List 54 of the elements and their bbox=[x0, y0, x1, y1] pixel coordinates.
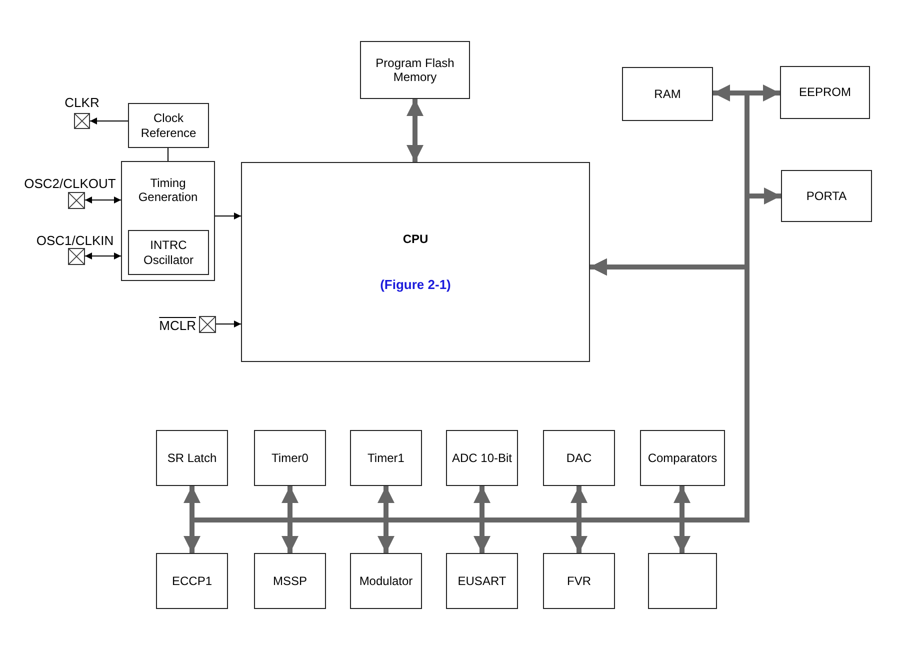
module-box bbox=[543, 430, 615, 486]
block-label: Modulator bbox=[358, 574, 414, 588]
module-box bbox=[350, 553, 422, 609]
pin-terminal bbox=[199, 316, 216, 333]
module-box bbox=[543, 553, 615, 609]
module-box bbox=[446, 430, 518, 486]
signal-arrow bbox=[84, 252, 122, 260]
module-box bbox=[156, 430, 228, 486]
block-label: ECCP1 bbox=[170, 574, 213, 588]
block-label: DAC bbox=[565, 450, 593, 466]
module-box bbox=[128, 103, 209, 148]
block-label: Comparators bbox=[646, 450, 718, 466]
module-box bbox=[254, 430, 326, 486]
signal-arrow bbox=[216, 320, 242, 328]
block-label: EEPROM bbox=[798, 85, 852, 100]
pin-terminal bbox=[68, 192, 85, 209]
pin-terminal bbox=[74, 113, 90, 129]
signal-arrow bbox=[84, 196, 122, 204]
module-box bbox=[254, 553, 326, 609]
module-box bbox=[648, 553, 717, 609]
pin-label: MCLR bbox=[158, 318, 196, 333]
block-label: Clock Reference bbox=[140, 111, 198, 140]
block-label: RAM bbox=[653, 86, 682, 102]
block-label: SR Latch bbox=[166, 450, 218, 466]
module-box bbox=[780, 66, 870, 119]
module-box bbox=[640, 430, 725, 486]
signal-arrow bbox=[90, 118, 128, 124]
pin-terminal bbox=[68, 248, 85, 265]
module-box bbox=[121, 161, 215, 281]
module-box bbox=[360, 41, 470, 99]
block-label: ADC 10-Bit bbox=[450, 450, 514, 466]
module-box bbox=[128, 230, 209, 275]
block-label: Timer1 bbox=[366, 450, 406, 466]
block-label: EUSART bbox=[456, 574, 508, 588]
block-label: MSSP bbox=[272, 574, 308, 588]
block-label: FVR bbox=[566, 574, 592, 588]
block-label: Timer0 bbox=[270, 450, 310, 466]
figure-link: (Figure 2-1) bbox=[380, 276, 451, 292]
module-box bbox=[350, 430, 422, 486]
signal-arrow bbox=[214, 212, 242, 220]
module-box bbox=[446, 553, 518, 609]
block-label: Program Flash Memory bbox=[374, 56, 456, 84]
pin-label: OSC2/CLKOUT bbox=[23, 176, 117, 191]
cpu-label: CPU bbox=[402, 232, 430, 247]
pin-label: OSC1/CLKIN bbox=[35, 233, 115, 248]
block-label: INTRC Oscillator bbox=[142, 238, 194, 267]
pin-label: CLKR bbox=[64, 95, 100, 110]
bus-arrow bbox=[406, 99, 424, 162]
block-label: PORTA bbox=[805, 188, 848, 204]
module-box bbox=[781, 170, 872, 222]
cpu-box bbox=[241, 162, 590, 362]
module-box bbox=[156, 553, 228, 609]
module-box bbox=[622, 67, 713, 121]
block-label: Timing Generation bbox=[137, 176, 199, 205]
